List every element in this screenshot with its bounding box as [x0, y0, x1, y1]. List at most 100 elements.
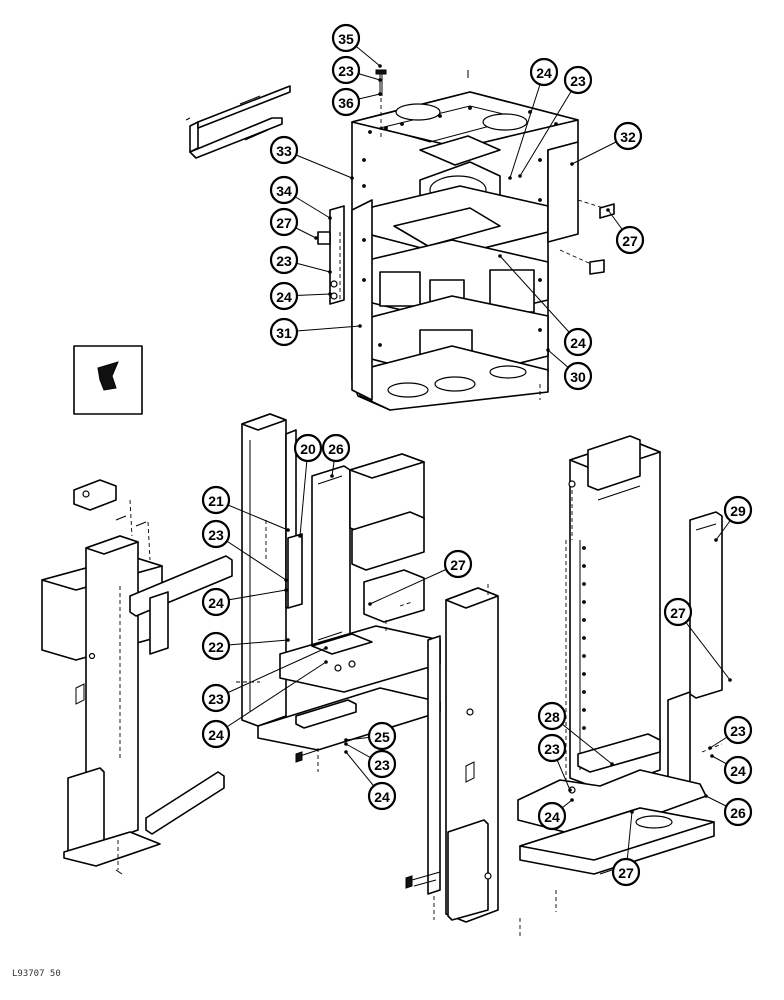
callout-circle: [201, 631, 231, 661]
callout-number: 23: [276, 253, 292, 269]
callout-23: 23: [344, 742, 397, 779]
callout-circle: [537, 733, 567, 763]
callout-circle: [269, 317, 299, 347]
callout-24: 24: [537, 798, 574, 831]
callout-circle: [269, 245, 299, 275]
callout-number: 27: [618, 865, 634, 881]
callout-circle: [293, 433, 323, 463]
callout-number: 24: [276, 289, 292, 305]
callout-circle: [269, 207, 299, 237]
callout-26: 26: [321, 433, 351, 478]
callout-leader-arrow: [378, 64, 382, 68]
callout-leader-arrow: [508, 176, 512, 180]
upper-frame-assembly: [185, 69, 615, 411]
callout-34: 34: [269, 175, 332, 220]
column-rivet-row: [582, 546, 586, 730]
callout-27: 27: [606, 208, 645, 255]
callout-28: 28: [537, 701, 614, 766]
callout-leader-arrow: [284, 578, 288, 582]
callout-number: 23: [208, 527, 224, 543]
callout-leader-arrow: [546, 348, 550, 352]
callout-leader-arrow: [630, 810, 634, 814]
callout-leader-arrow: [568, 788, 572, 792]
callout-circle: [321, 433, 351, 463]
callout-circle: [723, 797, 753, 827]
callout-circle: [443, 549, 473, 579]
callout-circle: [537, 701, 567, 731]
callout-leader-arrow: [378, 78, 382, 82]
callout-number: 24: [544, 809, 560, 825]
callout-number: 22: [208, 639, 224, 655]
callout-number: 27: [450, 557, 466, 573]
callout-circle: [201, 519, 231, 549]
callout-24: 24: [201, 587, 288, 617]
callout-leader-arrow: [324, 646, 328, 650]
callout-circle: [723, 495, 753, 525]
callout-leader-arrow: [728, 678, 732, 682]
callout-number: 26: [328, 441, 344, 457]
callout-number: 28: [544, 709, 560, 725]
callout-number: 27: [622, 233, 638, 249]
machine-outline-icon: [97, 361, 119, 391]
callout-number: 24: [570, 335, 586, 351]
callout-24: 24: [508, 57, 559, 180]
callout-33: 33: [269, 135, 354, 180]
callout-leader-arrow: [284, 588, 288, 592]
callout-leader-arrow: [606, 208, 610, 212]
callout-circle: [269, 135, 299, 165]
callout-25: 25: [344, 721, 397, 751]
callout-leader-arrow: [298, 534, 302, 538]
callout-leader-line: [677, 611, 731, 681]
callout-circle: [201, 683, 231, 713]
callout-20: 20: [293, 433, 323, 538]
callout-27: 27: [269, 207, 318, 240]
callout-leader-arrow: [378, 92, 382, 96]
callout-24: 24: [710, 754, 753, 785]
callout-29: 29: [714, 495, 753, 542]
center-left-channel: [236, 413, 441, 772]
callout-leader-arrow: [518, 174, 522, 178]
callout-24: 24: [498, 254, 593, 357]
callout-number: 26: [730, 805, 746, 821]
callout-circle: [367, 721, 397, 751]
callout-leader-arrow: [344, 738, 348, 742]
callout-circle: [611, 857, 641, 887]
callout-23: 23: [518, 65, 593, 178]
callout-leader-arrow: [708, 746, 712, 750]
callout-circle: [563, 65, 593, 95]
callout-number: 24: [374, 789, 390, 805]
callout-21: 21: [201, 485, 290, 532]
callout-leader-arrow: [344, 750, 348, 754]
callout-number: 23: [730, 723, 746, 739]
callout-leader-line: [509, 71, 545, 179]
callout-circle: [331, 55, 361, 85]
callout-number: 36: [338, 95, 354, 111]
callout-leader-line: [519, 79, 579, 177]
callout-circle: [367, 781, 397, 811]
callout-number: 24: [730, 763, 746, 779]
callout-leader-arrow: [286, 638, 290, 642]
callout-circle: [201, 485, 231, 515]
callout-23: 23: [708, 715, 753, 750]
callout-leader-arrow: [704, 794, 708, 798]
callout-leader-arrow: [328, 292, 332, 296]
callout-leader-arrow: [358, 324, 362, 328]
callout-leader-line: [215, 647, 327, 699]
right-column-assembly: [517, 435, 723, 912]
callout-circle: [331, 87, 361, 117]
callout-number: 25: [374, 729, 390, 745]
callout-number: 24: [536, 65, 552, 81]
callout-26: 26: [704, 794, 753, 827]
callout-24: 24: [269, 281, 332, 311]
callout-30: 30: [546, 348, 593, 391]
callout-leader-arrow: [710, 754, 714, 758]
callout-31: 31: [269, 317, 362, 347]
callout-circle: [537, 801, 567, 831]
callout-number: 29: [730, 503, 746, 519]
callout-leader-arrow: [330, 474, 334, 478]
callout-leader-arrow: [328, 270, 332, 274]
callout-number: 31: [276, 325, 292, 341]
callout-circle: [723, 755, 753, 785]
